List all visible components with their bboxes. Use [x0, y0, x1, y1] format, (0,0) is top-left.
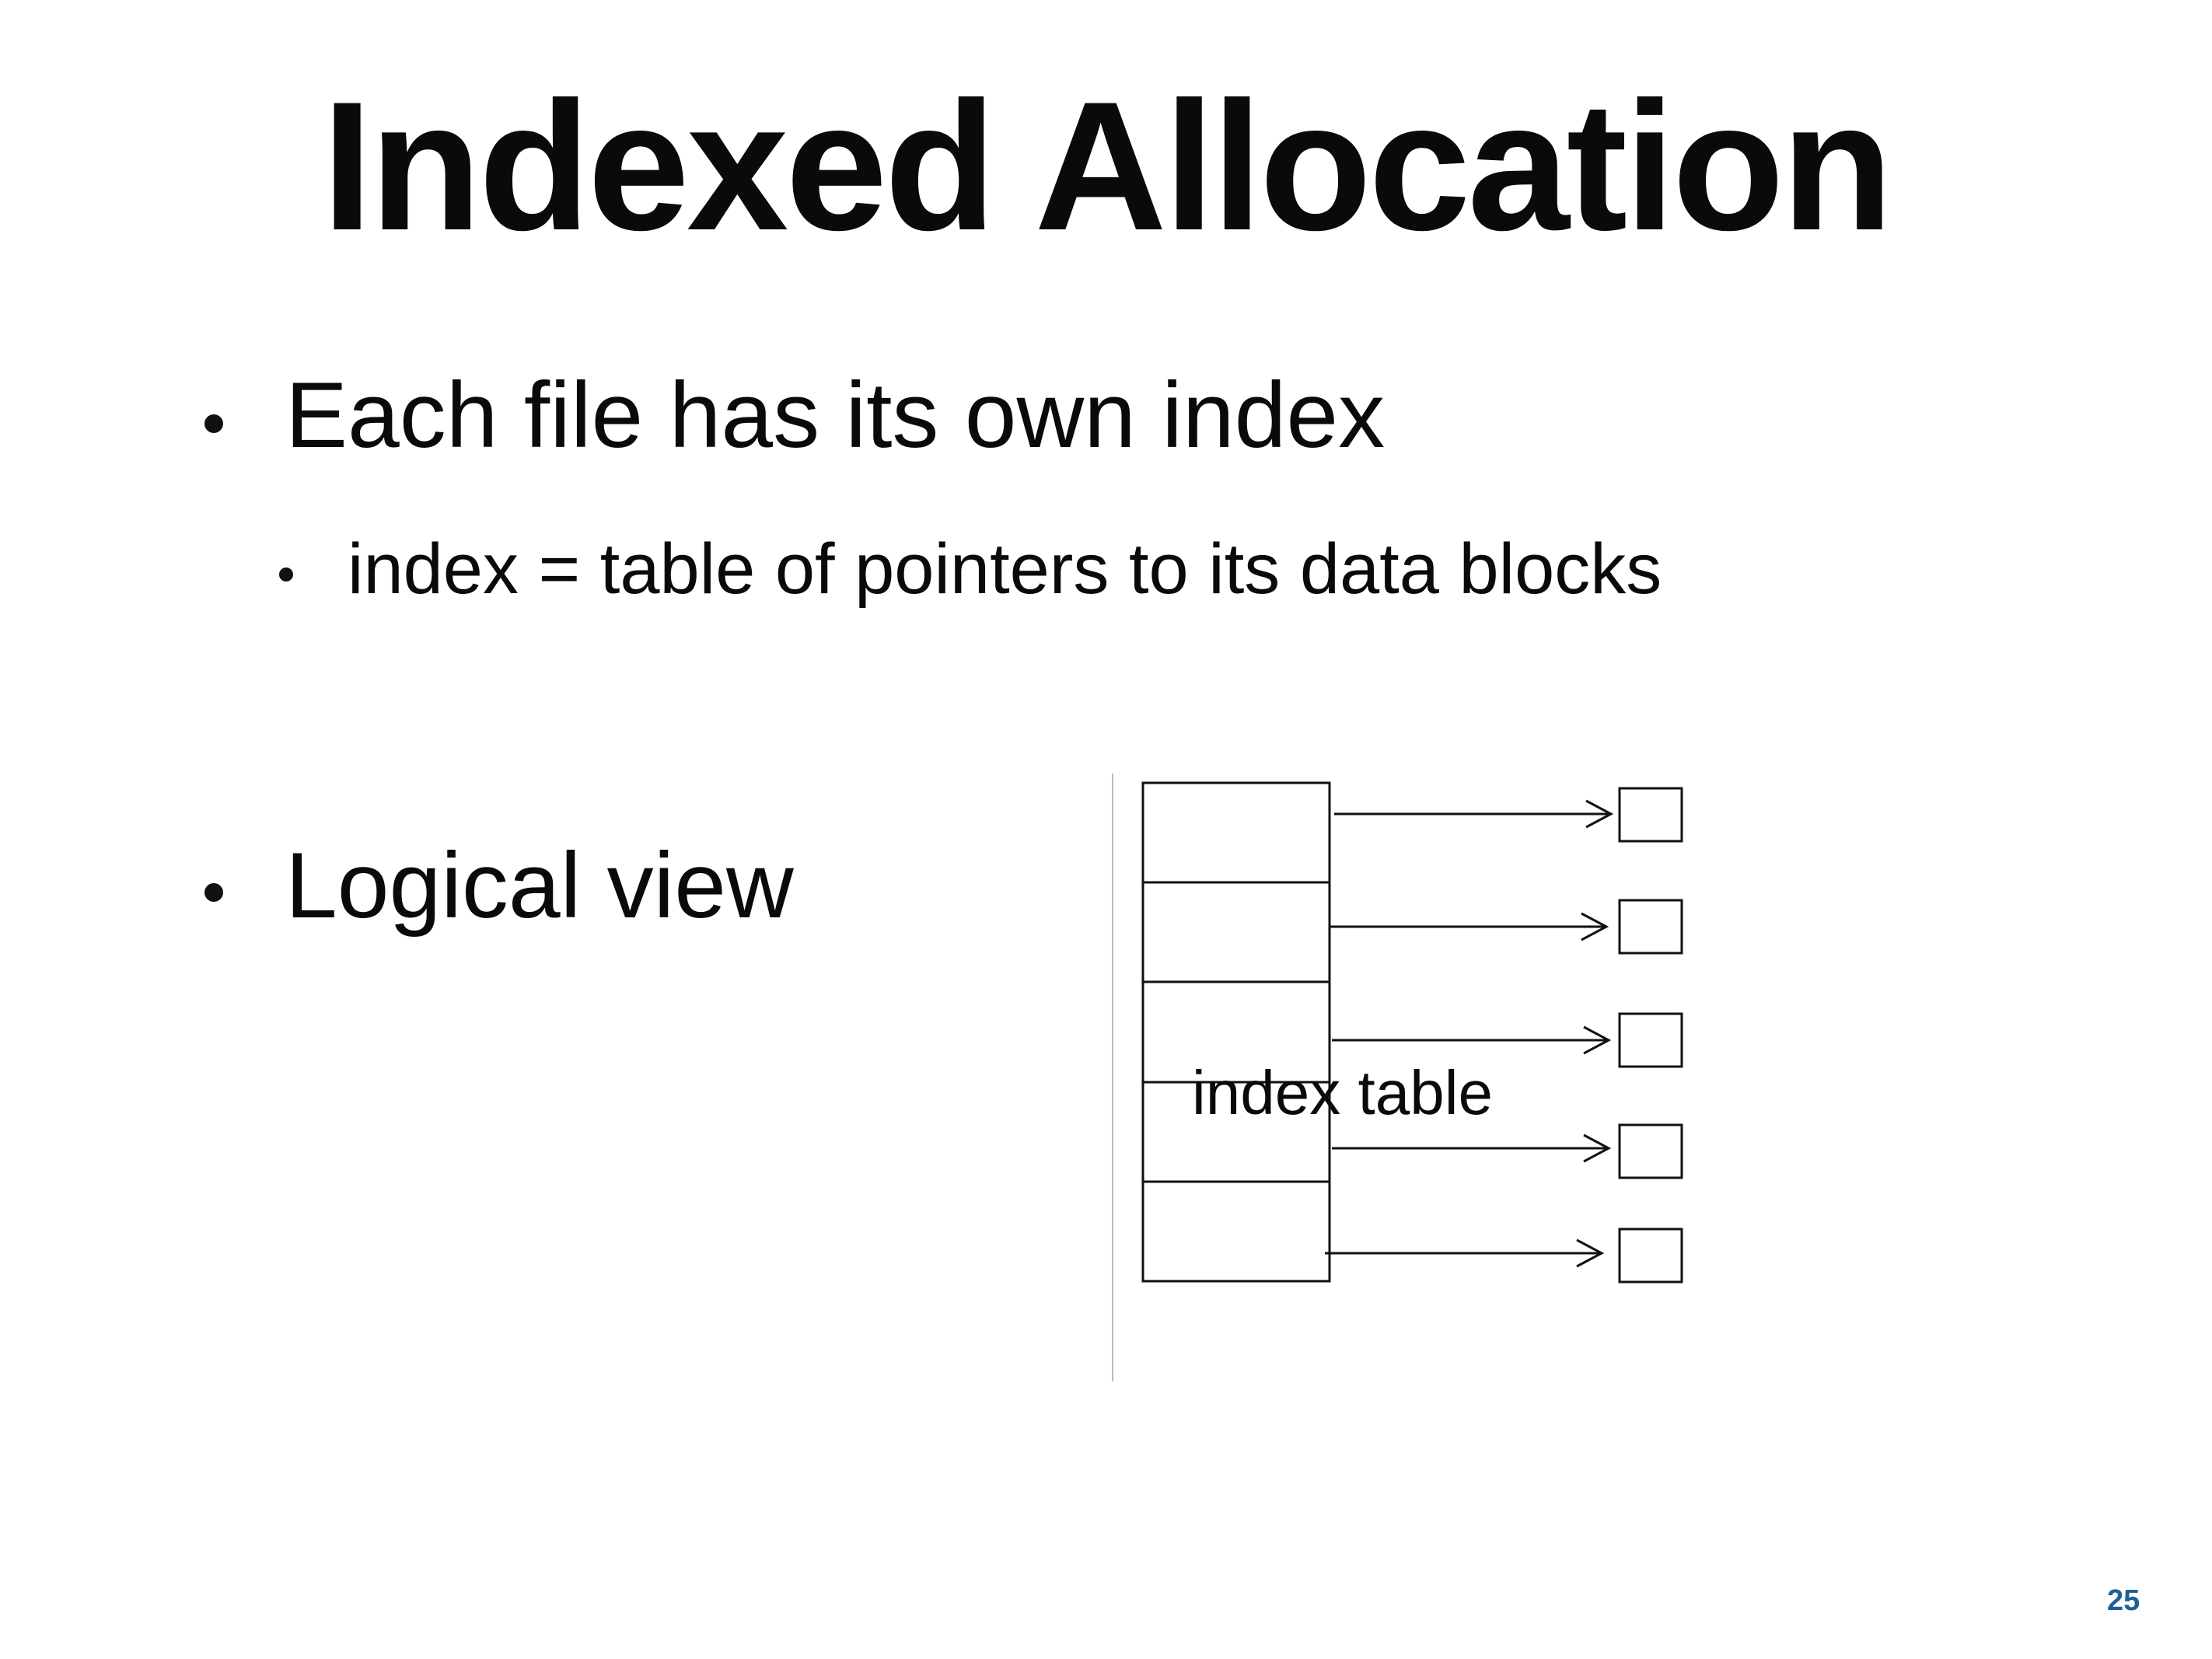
data-block [1618, 787, 1683, 843]
sub-bullet-index-definition: index = table of pointers to its data bl… [348, 529, 1662, 609]
page-number: 25 [2107, 1584, 2140, 1617]
pointer-arrow-4 [1332, 1133, 1612, 1163]
bullet-dot [204, 883, 223, 902]
data-blocks [1618, 787, 1683, 1284]
bullet-dot [204, 414, 223, 433]
pointer-arrow-1 [1334, 799, 1614, 829]
bullet-each-file: Each file has its own index [285, 363, 1386, 467]
pointer-arrow-5 [1325, 1238, 1605, 1268]
data-block [1618, 1012, 1683, 1068]
bullet-logical-view: Logical view [285, 833, 794, 938]
pointer-arrow-3 [1332, 1025, 1612, 1055]
pointer-arrow-2 [1330, 912, 1609, 941]
data-block [1618, 1228, 1683, 1284]
data-block [1618, 899, 1683, 955]
data-block [1618, 1123, 1683, 1179]
index-table-label: index table [1192, 1058, 1493, 1127]
slide-title: Indexed Allocation [321, 64, 1893, 269]
pointers [1325, 799, 1614, 1268]
sub-bullet-dot [279, 568, 293, 582]
index-table [1141, 781, 1331, 1283]
index-table-frame [1141, 781, 1331, 1283]
